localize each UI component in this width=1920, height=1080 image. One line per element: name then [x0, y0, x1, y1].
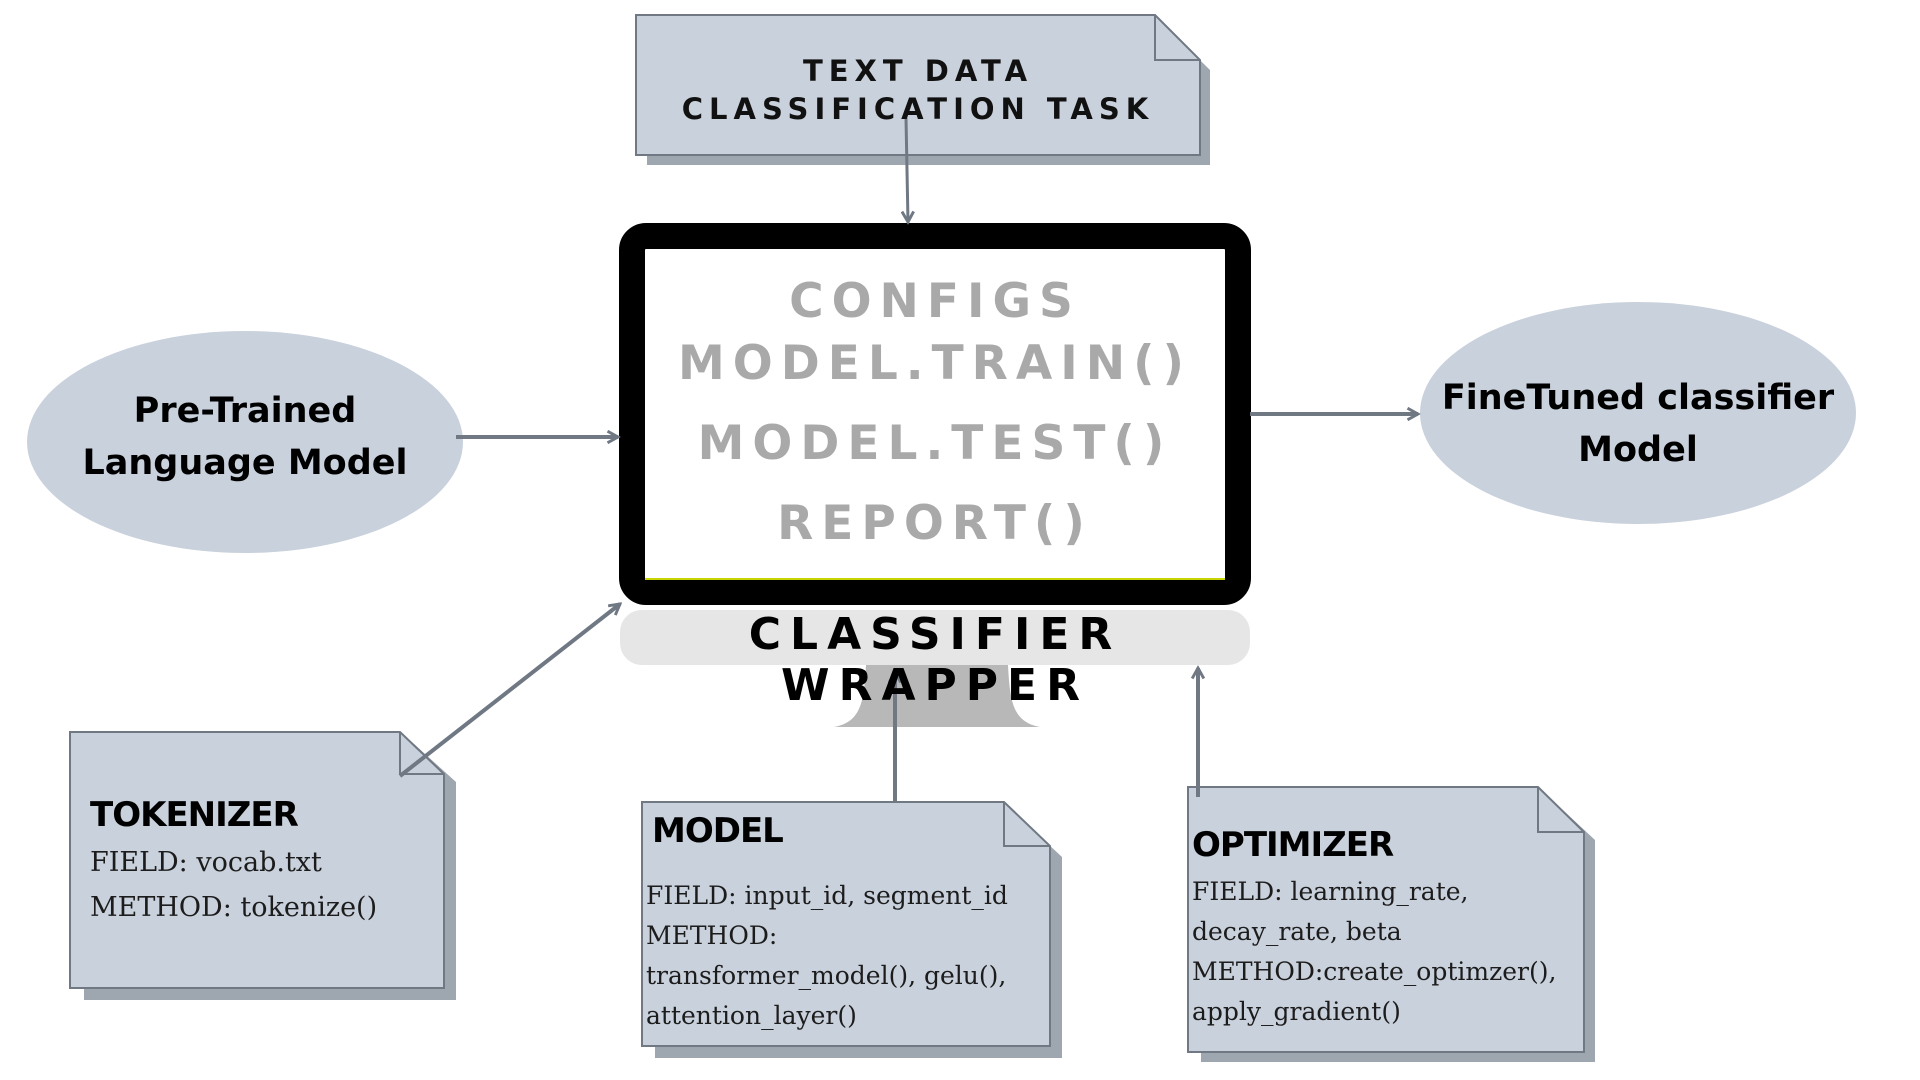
finetuned-line-2: Model — [1578, 430, 1698, 470]
monitor-stand — [834, 665, 1040, 727]
arrow-tokenizer-to-wrapper — [398, 604, 620, 778]
top-note-line-1: TEXT DATA — [802, 54, 1034, 88]
tokenizer-line-2: METHOD: tokenize() — [90, 892, 378, 923]
optimizer-text: OPTIMIZER FIELD: learning_rate, decay_ra… — [1192, 820, 1556, 1032]
optimizer-line-1: FIELD: learning_rate, — [1192, 877, 1469, 906]
model-note — [641, 801, 1062, 1058]
screen-line-report: REPORT() — [777, 496, 1093, 551]
tokenizer-note — [69, 731, 456, 1000]
optimizer-line-3: METHOD:create_optimzer(), — [1192, 957, 1557, 986]
pretrained-model-label: Pre-Trained Language Model — [35, 385, 455, 489]
model-line-4: attention_layer() — [646, 1001, 857, 1030]
optimizer-note — [1187, 786, 1595, 1062]
classifier-wrapper-label: CLASSIFIER WRAPPER — [748, 609, 1122, 711]
optimizer-title: OPTIMIZER — [1192, 825, 1394, 865]
finetuned-line-1: FineTuned classifier — [1441, 378, 1835, 418]
top-note-line-2: CLASSIFICATION TASK — [681, 92, 1155, 126]
screen-text: CONFIGS MODEL.TRAIN() MODEL.TEST() REPOR… — [645, 274, 1225, 551]
arrow-task-to-wrapper — [906, 117, 908, 222]
top-note — [635, 14, 1210, 165]
tokenizer-line-1: FIELD: vocab.txt — [90, 847, 322, 878]
screen-line-configs: CONFIGS — [789, 274, 1081, 329]
model-line-1: FIELD: input_id, segment_id — [646, 881, 1008, 910]
screen-line-test: MODEL.TEST() — [697, 416, 1173, 471]
finetuned-model-ellipse — [1420, 302, 1856, 524]
monitor-chin — [620, 610, 1250, 665]
optimizer-line-2: decay_rate, beta — [1192, 917, 1402, 946]
model-line-2: METHOD: — [646, 921, 778, 950]
model-title: MODEL — [652, 811, 784, 851]
model-line-3: transformer_model(), gelu(), — [646, 961, 1007, 990]
pretrained-line-1: Pre-Trained — [133, 391, 357, 431]
monitor-screen — [619, 223, 1251, 605]
pretrained-model-ellipse — [27, 331, 463, 553]
finetuned-model-label: FineTuned classifier Model — [1420, 372, 1856, 476]
pretrained-line-2: Language Model — [82, 443, 408, 483]
tokenizer-text: TOKENIZER FIELD: vocab.txt METHOD: token… — [90, 790, 377, 930]
optimizer-line-4: apply_gradient() — [1192, 997, 1401, 1026]
tokenizer-title: TOKENIZER — [90, 795, 299, 835]
top-note-text: TEXT DATA CLASSIFICATION TASK — [636, 52, 1200, 128]
model-text: MODEL FIELD: input_id, segment_id METHOD… — [646, 806, 1008, 1036]
monitor — [619, 223, 1251, 727]
screen-line-train: MODEL.TRAIN() — [677, 336, 1193, 391]
